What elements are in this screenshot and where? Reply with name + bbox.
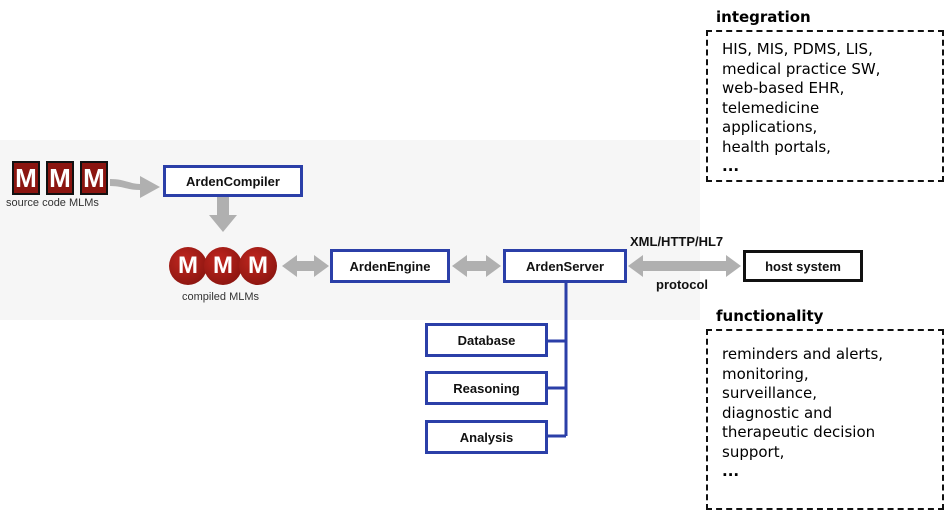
compiled-mlms-label: compiled MLMs — [182, 291, 260, 303]
functionality-ellipsis: ... — [722, 462, 740, 480]
arden-engine-box: ArdenEngine — [330, 249, 450, 283]
host-system-box: host system — [743, 250, 863, 282]
functionality-title: functionality — [716, 307, 824, 325]
compiled-mlm-icon-3: M — [239, 247, 277, 285]
database-box: Database — [425, 323, 548, 357]
reasoning-box: Reasoning — [425, 371, 548, 405]
source-mlms-label: source code MLMs — [6, 197, 99, 209]
arrow-server-host — [628, 255, 741, 277]
integration-item: medical practice SW, — [722, 59, 881, 78]
protocol-top-label: XML/HTTP/HL7 — [630, 234, 724, 249]
functionality-item: diagnostic and — [722, 403, 833, 422]
functionality-item: monitoring, — [722, 364, 809, 383]
integration-item: web-based EHR, — [722, 79, 845, 97]
source-mlm-icon-2: M — [46, 161, 74, 195]
functionality-item: support, — [722, 442, 785, 461]
functionality-item: therapeutic decision — [722, 423, 876, 441]
compiled-mlm-icon-1: M — [169, 247, 207, 285]
integration-item: applications, — [722, 118, 818, 136]
functionality-box — [706, 329, 944, 510]
integration-item: health portals, — [722, 137, 831, 156]
source-mlm-icon-1: M — [12, 161, 40, 195]
arden-server-box: ArdenServer — [503, 249, 627, 283]
source-mlm-icon-3: M — [80, 161, 108, 195]
compiled-mlm-icon-2: M — [204, 247, 242, 285]
arrow-compiler-to-compiled — [209, 197, 237, 232]
integration-ellipsis: ... — [722, 157, 740, 175]
server-tree-lines — [548, 282, 568, 438]
functionality-item: reminders and alerts, — [722, 345, 884, 363]
protocol-bottom-label: protocol — [656, 277, 708, 292]
arrow-engine-server — [452, 255, 501, 277]
functionality-list: reminders and alerts, monitoring, survei… — [722, 345, 883, 482]
integration-title: integration — [716, 8, 811, 26]
integration-item: telemedicine — [722, 98, 820, 117]
analysis-box: Analysis — [425, 420, 548, 454]
integration-box — [706, 30, 944, 182]
integration-list: HIS, MIS, PDMS, LIS, medical practice SW… — [722, 40, 880, 177]
arden-compiler-box: ArdenCompiler — [163, 165, 303, 197]
integration-item: HIS, MIS, PDMS, LIS, — [722, 40, 873, 58]
functionality-item: surveillance, — [722, 384, 818, 402]
diagram-background — [0, 140, 700, 320]
arrow-compiled-engine — [282, 255, 329, 277]
arrow-source-to-compiler — [110, 176, 160, 198]
